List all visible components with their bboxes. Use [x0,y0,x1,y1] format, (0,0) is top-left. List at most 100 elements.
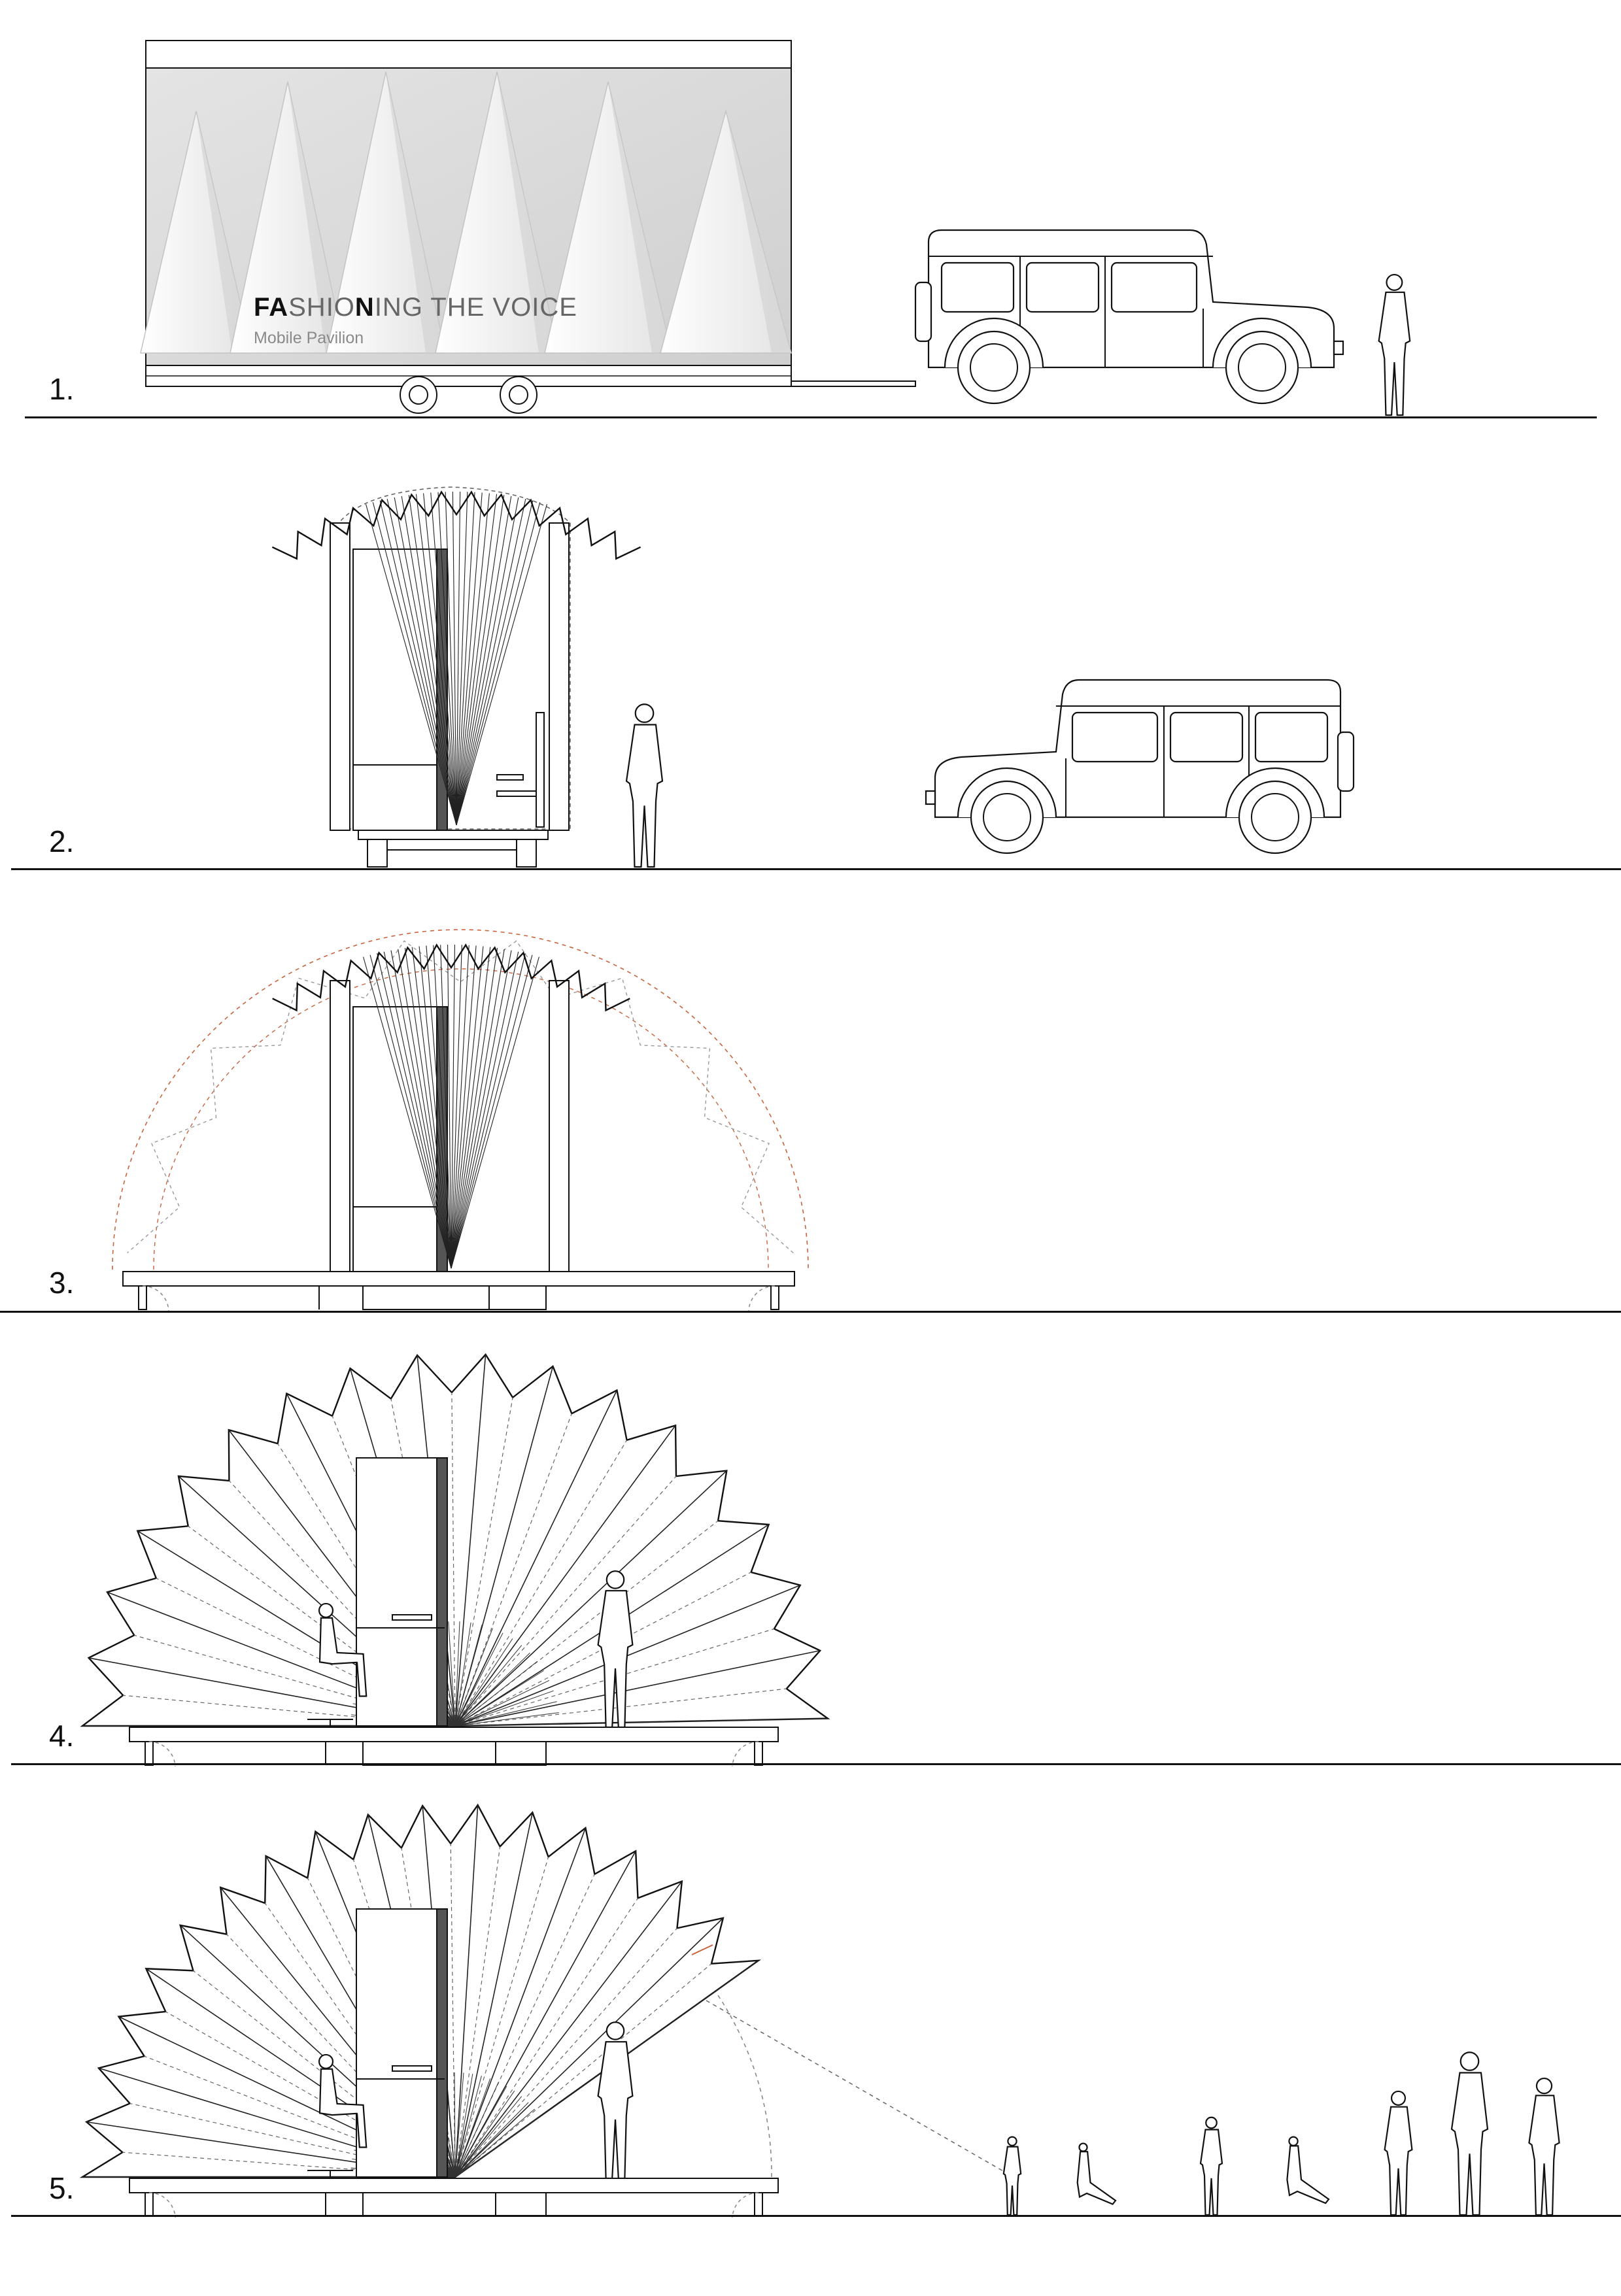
cabinet [356,1908,445,2178]
person-figure [1528,2077,1560,2216]
fin-shadow [726,111,791,353]
jeep-window [1110,262,1198,313]
panel-label-2: 2. [49,824,75,858]
person-figure [1286,2136,1330,2204]
fin-shadow [196,111,252,353]
person-head [1386,273,1403,291]
wheel [367,839,388,868]
pavilion-closed [271,486,641,868]
panel-3-unfolding [112,929,809,1311]
person-figure [318,1602,367,1697]
person-body [1528,2095,1560,2216]
fin-shadow [497,72,558,353]
deployed-inner-outline [153,968,769,1270]
person-body [597,2041,634,2180]
person-head [1007,2136,1017,2146]
person-head [318,1602,334,1618]
platform-deck [129,1727,779,1742]
support-leg [754,2192,763,2217]
desk [392,1614,432,1621]
person-figure [1076,2142,1117,2205]
jeep-vehicle [914,229,1344,405]
support-leg [754,1741,763,1766]
wheel-chassis [362,1741,547,1766]
person-body [1002,2146,1022,2216]
person-body [1384,2106,1413,2216]
step [496,790,537,797]
person-body [625,724,664,868]
side-panel [330,980,350,1273]
person-head [318,2053,334,2069]
chassis [358,830,549,840]
fin-shadow [608,82,672,353]
person-figure [597,1570,634,1729]
person-head [1535,2077,1553,2095]
spare-wheel [914,281,932,343]
person-head [606,2021,625,2040]
tow-bar [791,380,916,387]
pleated-fan [80,1353,830,1727]
jeep-window [1254,711,1329,763]
person-body [1199,2129,1223,2216]
retract-outline [686,1954,772,2178]
person-head [606,1570,625,1589]
person-head [1078,2142,1088,2152]
person-head [1390,2090,1407,2106]
platform-deck [129,2178,779,2193]
person-leg [356,1653,367,1697]
ground-line-3 [0,1311,1621,1313]
support-leg [770,1285,779,1310]
pavilion-title-block: FASHIONING THE VOICE Mobile Pavilion [254,293,577,348]
person-figure [318,2053,367,2148]
support-leg [145,1741,154,1766]
panel-4-open [80,1353,830,1767]
person-figure [1378,273,1411,416]
panel-label-1: 1. [49,372,75,406]
person-silhouette [625,703,664,868]
fan-zigzag-edge [271,490,641,560]
jeep-body [914,229,1344,405]
jeep-window [940,262,1015,313]
fan-zigzag-edge [272,943,630,1012]
wheel [516,839,537,868]
person-body [1286,2145,1330,2204]
person-body [1378,291,1411,416]
side-panel [549,522,570,831]
panel-label-3: 3. [49,1266,75,1300]
person-figure [1384,2090,1413,2216]
cabinet [352,549,445,831]
jeep-body [925,679,1355,854]
person-figure [1002,2136,1022,2216]
jeep-window [1025,262,1100,313]
desk [392,2065,432,2072]
support-leg [138,1285,147,1310]
trailer-wheels [400,376,537,414]
step [496,774,524,781]
panel-5-open-with-audience [79,1803,1560,2218]
person-head [634,703,655,723]
support-leg [145,2192,154,2217]
title-segment: SHIO [288,293,355,322]
platform-deck [122,1271,795,1287]
person-figure [1199,2116,1223,2216]
person-figure [1450,2051,1489,2216]
title-segment: FA [254,293,289,322]
jeep-window [1169,711,1244,763]
person-figure [625,703,664,868]
ground-line-4 [11,1763,1621,1765]
fin-shadow [288,82,345,353]
tow-hook [1333,340,1344,356]
fold-path [127,940,794,1254]
jeep-vehicle [925,679,1355,854]
cabinet-edge [436,1457,448,1727]
pavilion-subtitle: Mobile Pavilion [254,329,364,347]
person-body [1076,2151,1117,2205]
wheel-chassis [362,2192,547,2217]
door-leaf [536,712,545,828]
ground-line-1 [25,416,1597,418]
tow-hook [925,790,936,805]
title-segment: N [354,293,375,322]
ground-line-2 [11,868,1621,870]
person-head [1205,2116,1218,2129]
